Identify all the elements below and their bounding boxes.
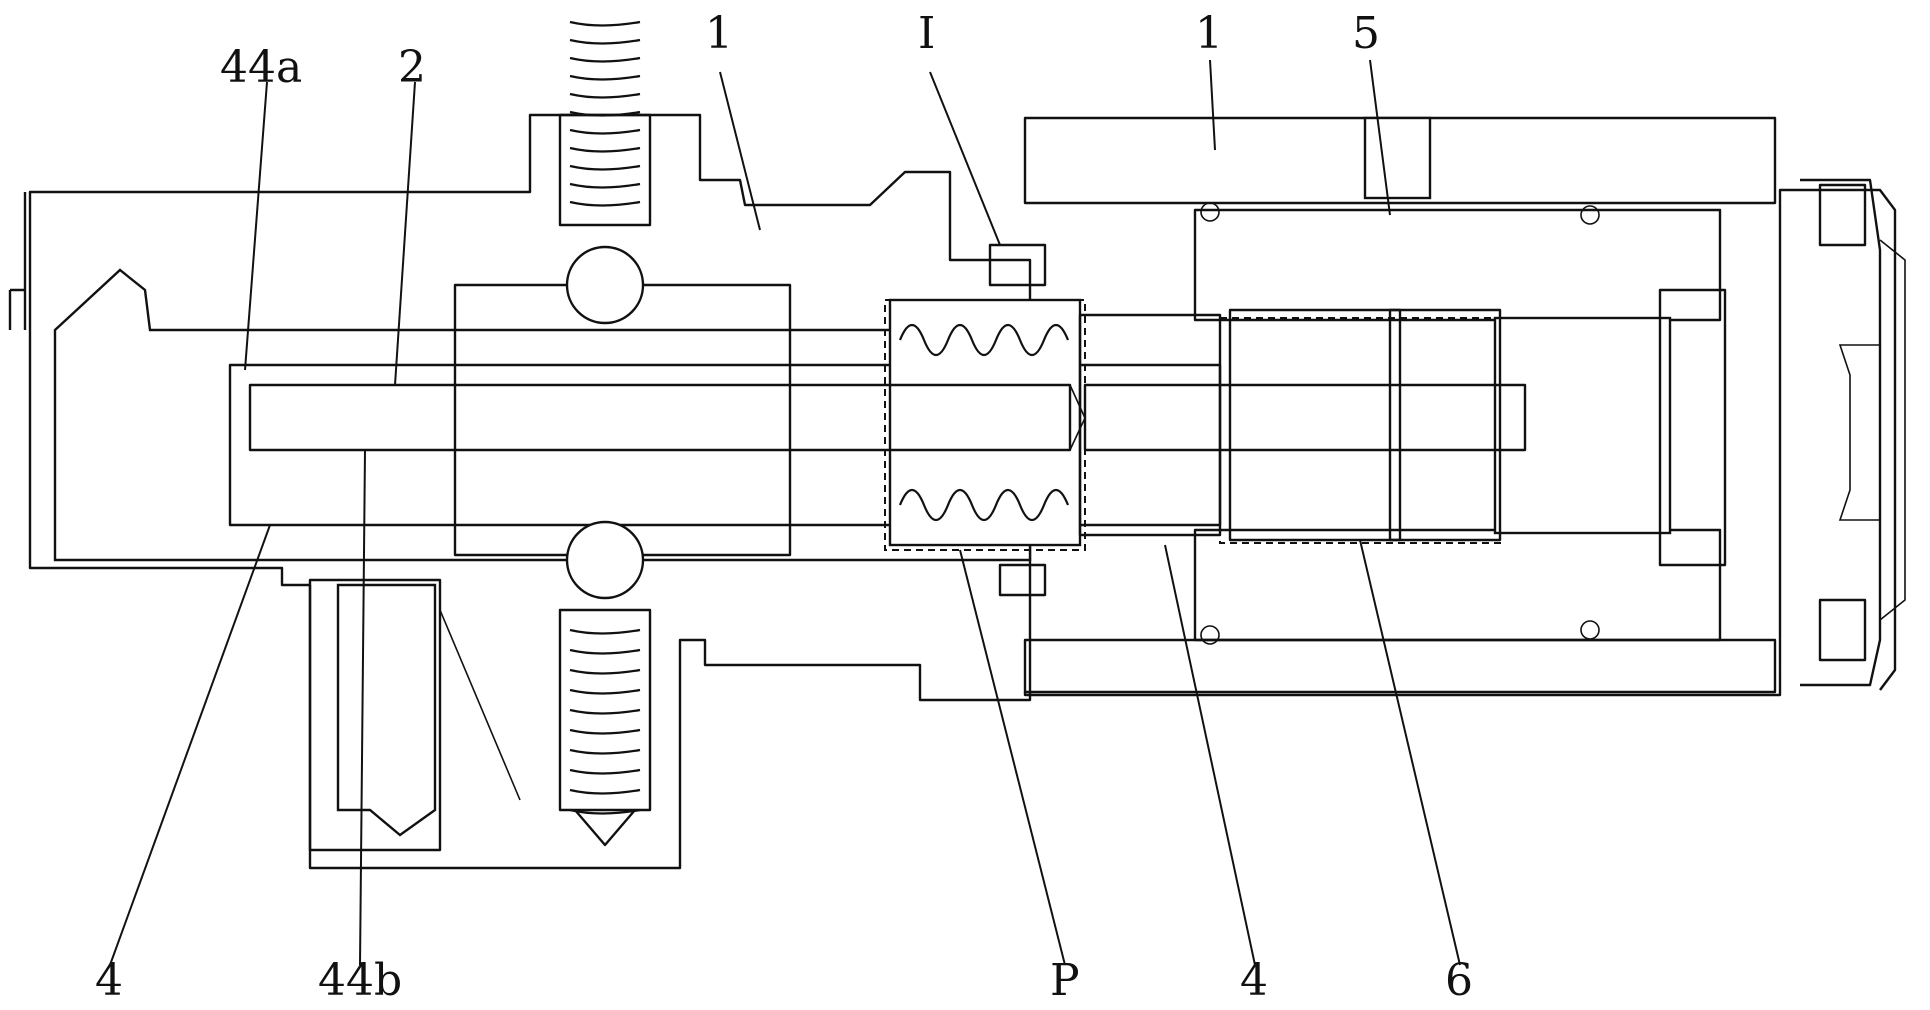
label-6: 6 <box>1445 955 1473 1006</box>
sleeve <box>1195 203 1725 644</box>
region-6-outline <box>1220 318 1500 543</box>
label-44a: 44a <box>220 42 302 93</box>
label-p: P <box>1050 955 1080 1006</box>
label-2: 2 <box>398 42 426 93</box>
label-44b: 44b <box>318 955 402 1006</box>
right-housing <box>1025 118 1905 695</box>
upper-detent <box>560 22 650 323</box>
label-4-left: 4 <box>95 955 123 1006</box>
label-i: I <box>918 8 935 59</box>
label-1-right: 1 <box>1195 8 1223 59</box>
label-1-left: 1 <box>705 8 733 59</box>
label-5: 5 <box>1352 8 1380 59</box>
label-4-right: 4 <box>1240 955 1268 1006</box>
lower-detent <box>560 522 650 845</box>
left-housing <box>10 115 1030 868</box>
